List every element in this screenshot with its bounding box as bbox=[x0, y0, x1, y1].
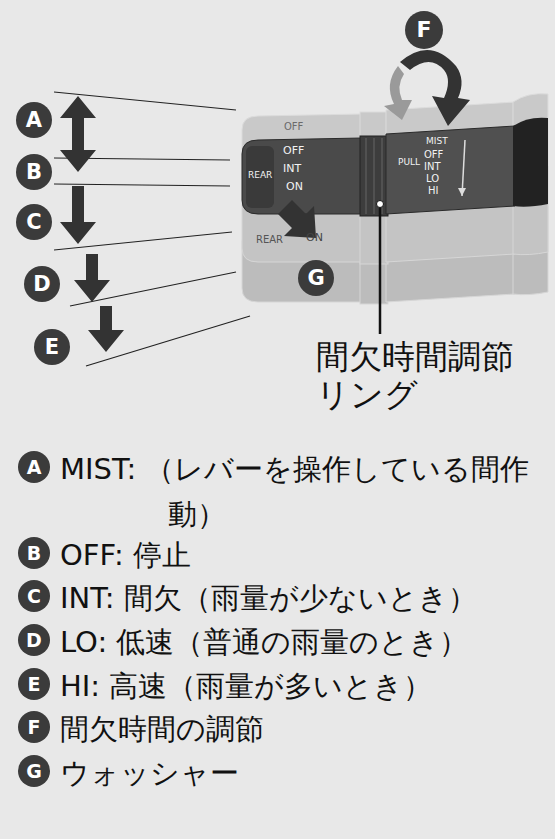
ring-pointer bbox=[377, 201, 384, 335]
callout-text: C bbox=[27, 587, 41, 606]
lever-marking: HI bbox=[428, 185, 438, 197]
lever-marking: INT bbox=[424, 161, 441, 173]
legend-text: INT: 間欠（雨量が少ないとき） bbox=[60, 576, 549, 621]
legend-letter: B bbox=[18, 537, 50, 569]
motion-arrow bbox=[60, 50, 470, 352]
callout-letter: G bbox=[298, 260, 334, 296]
callout-text: A bbox=[27, 458, 42, 477]
callout-letter: B bbox=[16, 154, 52, 190]
callout-letter: E bbox=[34, 329, 70, 365]
legend-letter: F bbox=[18, 711, 50, 743]
leader-line bbox=[54, 92, 250, 366]
lever-marking: PULL bbox=[398, 157, 420, 167]
lever-marking: REAR bbox=[248, 170, 272, 180]
lever-marking: INT bbox=[283, 163, 301, 176]
callout-text: D bbox=[33, 274, 50, 295]
callout-text: C bbox=[26, 212, 41, 233]
lever-marking: OFF bbox=[424, 149, 443, 161]
callout-text: B bbox=[27, 544, 41, 563]
lever-marking: LO bbox=[426, 173, 439, 185]
lever-marking: MIST bbox=[426, 136, 448, 146]
callout-letter: F bbox=[405, 11, 443, 49]
motion-arrow bbox=[384, 66, 412, 120]
lever-marking: ON bbox=[306, 232, 323, 245]
wiper-lever bbox=[242, 118, 548, 216]
callout-text: F bbox=[28, 718, 41, 737]
lever-marking: OFF bbox=[284, 121, 303, 133]
lever-marking: REAR bbox=[256, 234, 283, 246]
legend-letter: A bbox=[18, 451, 50, 483]
callout-text: F bbox=[416, 19, 431, 41]
callout-text: E bbox=[45, 337, 59, 358]
legend-text: LO: 低速（普通の雨量のとき） bbox=[60, 620, 549, 665]
legend-text: OFF: 停止 bbox=[60, 533, 549, 578]
legend-letter: E bbox=[18, 668, 50, 700]
callout-text: G bbox=[26, 762, 42, 781]
callout-text: E bbox=[28, 675, 41, 694]
legend-text: ウォッシャー bbox=[60, 751, 549, 796]
callout-text: A bbox=[26, 110, 42, 131]
legend-text: HI: 高速（雨量が多いとき） bbox=[60, 664, 549, 709]
callout-text: D bbox=[26, 631, 42, 650]
legend-letter: C bbox=[18, 580, 50, 612]
part-label: 間欠時間調節 リング bbox=[316, 338, 530, 414]
lever-marking: OFF bbox=[283, 145, 304, 158]
callout-text: B bbox=[26, 162, 42, 183]
legend-text: 間欠時間の調節 bbox=[60, 707, 549, 752]
callout-letter: C bbox=[16, 204, 52, 240]
lever-marking: ON bbox=[286, 181, 303, 194]
callout-text: G bbox=[307, 268, 324, 289]
legend-text: MIST: （レバーを操作している間作動） bbox=[60, 447, 549, 537]
legend-letter: G bbox=[18, 755, 50, 787]
callout-letter: A bbox=[16, 102, 52, 138]
callout-letter: D bbox=[24, 266, 60, 302]
legend-letter: D bbox=[18, 624, 50, 656]
